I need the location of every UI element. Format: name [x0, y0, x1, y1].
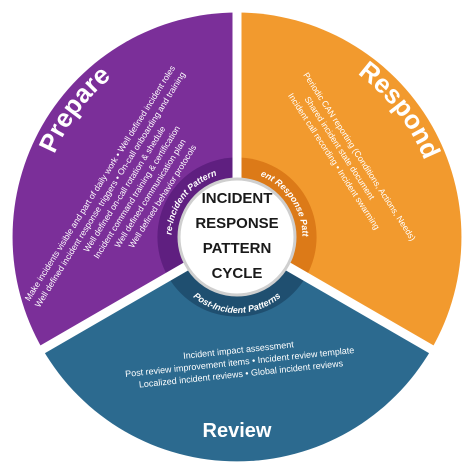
- center-line-3: PATTERN: [203, 240, 272, 257]
- center-line-2: RESPONSE: [195, 215, 278, 232]
- center-circle: [177, 177, 297, 297]
- review-title: Review: [203, 420, 272, 442]
- center-line-4: CYCLE: [212, 265, 263, 282]
- center-line-1: INCIDENT: [202, 190, 273, 207]
- center-title: INCIDENT RESPONSE PATTERN CYCLE: [195, 190, 278, 282]
